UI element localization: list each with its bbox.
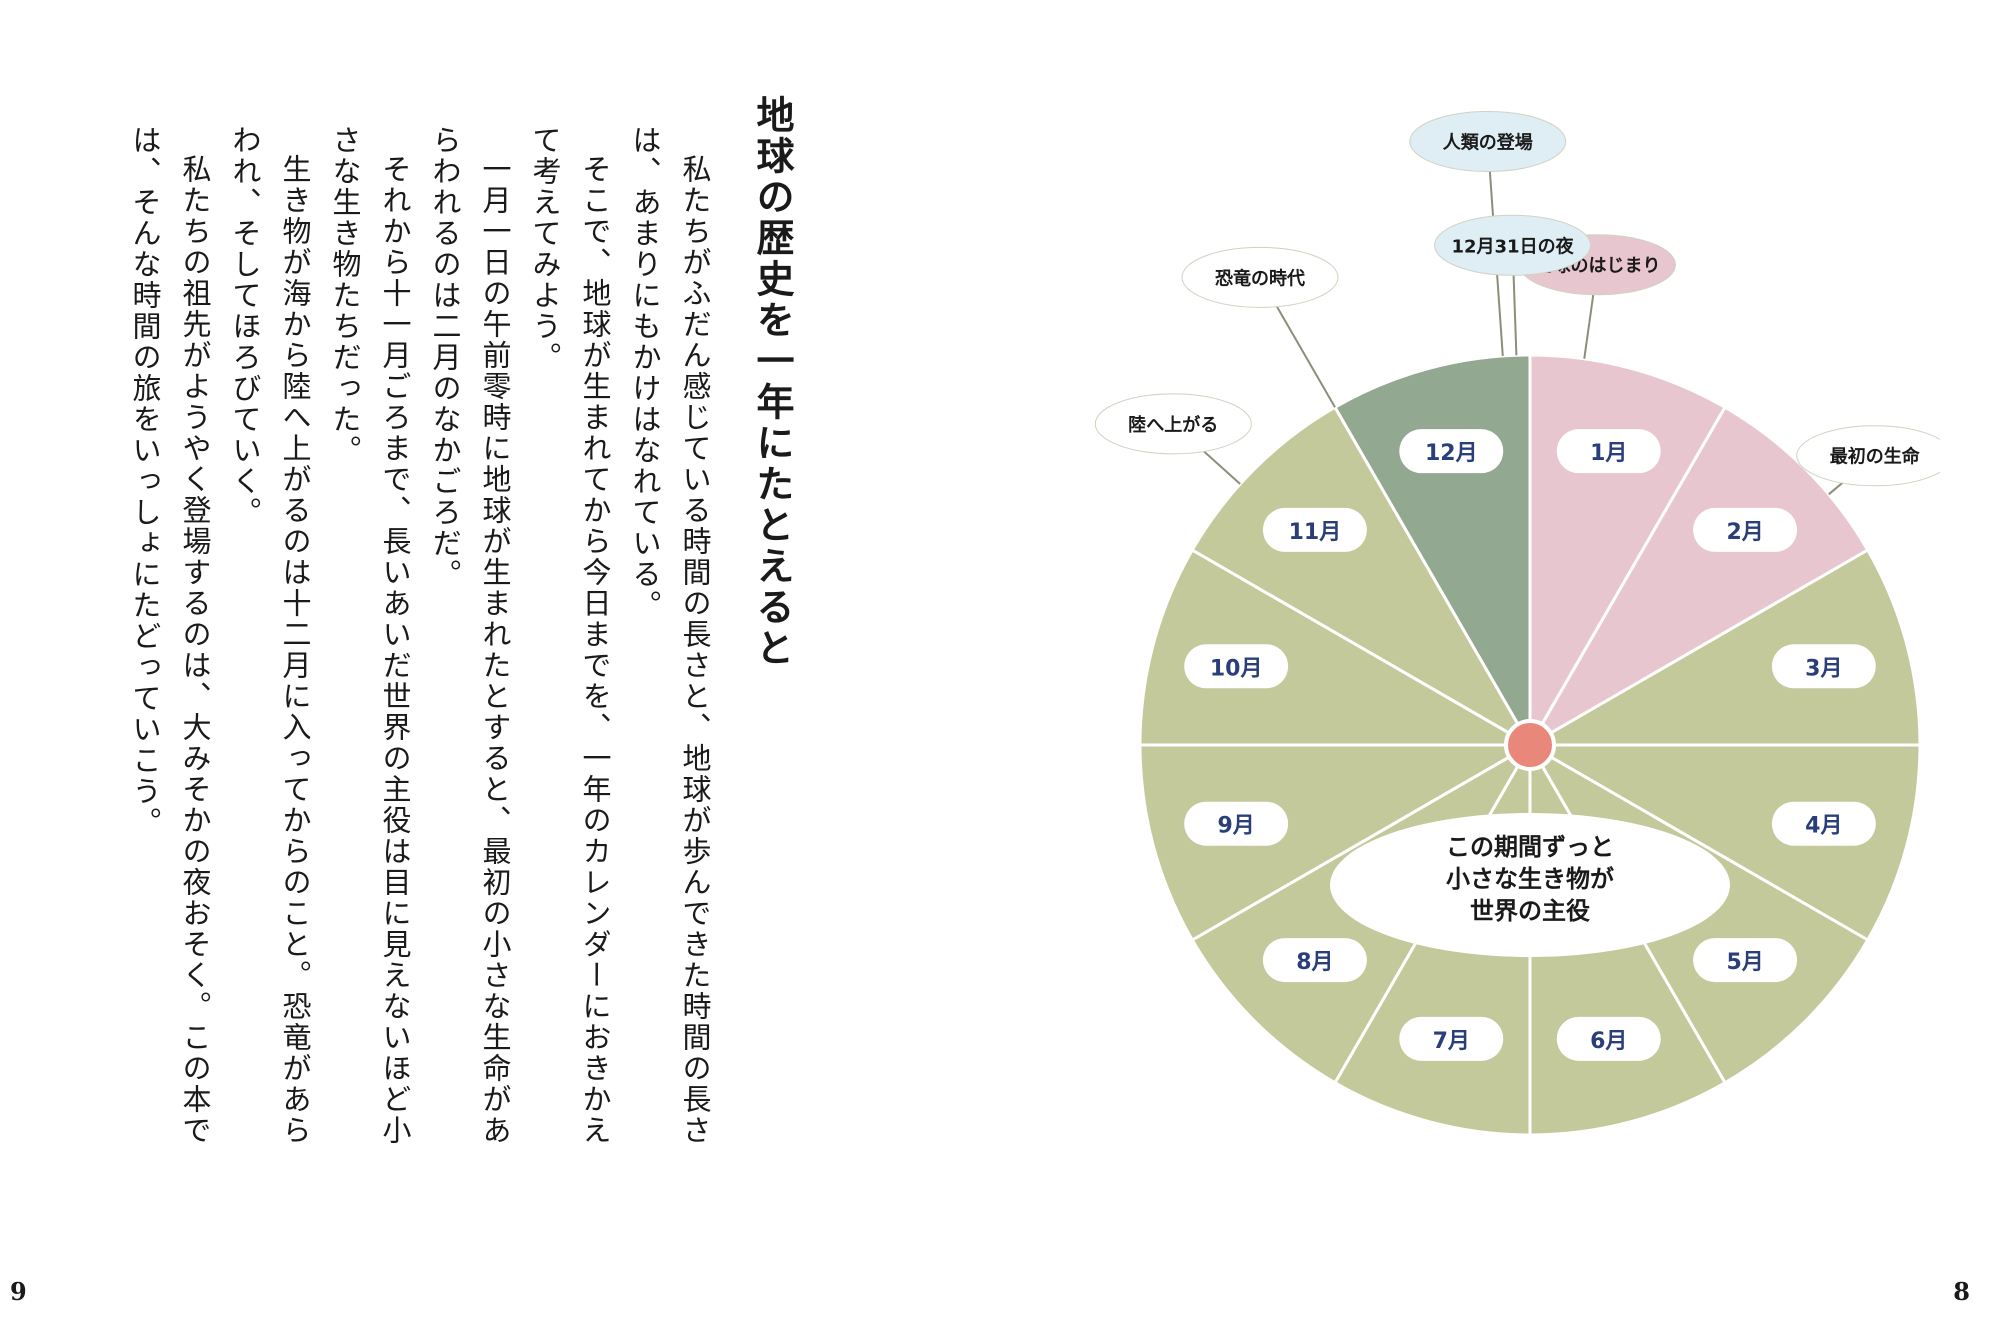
month-label: 1月: [1590, 441, 1627, 466]
center-caption-bubble: [1330, 813, 1730, 957]
callout-label: 12月31日の夜: [1451, 235, 1574, 257]
center-caption-line: 世界の主役: [1470, 897, 1590, 925]
center-caption-line: この期間ずっと: [1446, 833, 1614, 861]
month-label-pill: [1262, 507, 1367, 552]
month-label-pill: [1693, 507, 1798, 552]
paragraph: 一月一日の午前零時に地球が生まれたとすると、最初の小さな生命があらわれるのは二月…: [428, 125, 512, 1146]
page-number-left: 9: [10, 1277, 27, 1306]
month-label-pill: [1771, 644, 1876, 689]
month-label-pill: [1184, 644, 1289, 689]
callout-bubble: [1409, 110, 1567, 172]
month-label: 12月: [1425, 441, 1478, 466]
month-label: 7月: [1433, 1029, 1470, 1054]
page-heading: 地球の歴史を一年にたとえると: [750, 95, 794, 669]
paragraph: 私たちがふだん感じている時間の長さと、地球が歩んできた時間の長さは、あまりにもか…: [628, 125, 712, 1146]
month-label: 5月: [1726, 950, 1763, 975]
callout-label: 恐竜の時代: [1215, 267, 1305, 289]
month-wedge: [1524, 547, 1922, 747]
callout-label: 最初の生命: [1830, 446, 1921, 468]
callout-label: 陸へ上がる: [1128, 414, 1218, 436]
month-label-pill: [1693, 938, 1798, 983]
month-label-pill: [1771, 801, 1876, 846]
paragraph: 私たちの祖先がようやく登場するのは、大みそかの夜おそく。この本では、そんな時間の…: [128, 125, 212, 1146]
paragraph: そこで、地球が生まれてから今日までを、一年のカレンダーにおきかえて考えてみよう。: [528, 125, 612, 1146]
month-label-pill: [1399, 429, 1504, 474]
callout-bubble: [1094, 393, 1252, 455]
month-label-pill: [1556, 429, 1661, 474]
month-label-pill: [1262, 938, 1367, 983]
month-wedge: [1138, 743, 1536, 943]
month-label: 6月: [1590, 1029, 1627, 1054]
center-caption-line: 小さな生き物が: [1446, 865, 1614, 893]
month-wedge: [1524, 743, 1922, 943]
month-wedge: [1138, 547, 1536, 747]
month-label: 8月: [1296, 950, 1333, 975]
year-wheel: 1月 2月 3月 4月 5月 6月 7月 8月 9月 10月 11月 12月この期間ずっと小さな生き物…: [1094, 110, 1954, 1137]
callout-bubble: [1434, 214, 1592, 276]
callout-bubble: [1181, 246, 1339, 308]
year-calendar-figure: 1月 2月 3月 4月 5月 6月 7月 8月 9月 10月 11月 12月この期間ずっと小さな生き物…: [1060, 95, 1954, 1195]
page-number-right: 8: [1953, 1277, 1970, 1306]
paragraph: 生き物が海から陸へ上がるのは十二月に入ってからのこと。恐竜があらわれ、そしてほろ…: [228, 125, 312, 1146]
month-label: 11月: [1289, 520, 1342, 545]
month-label: 2月: [1726, 520, 1763, 545]
paragraph: それから十一月ごろまで、長いあいだ世界の主役は目に見えないほど小さな生き物たちだ…: [328, 125, 412, 1146]
body-text: 私たちがふだん感じている時間の長さと、地球が歩んできた時間の長さは、あまりにもか…: [120, 125, 720, 1175]
month-label: 10月: [1210, 656, 1263, 681]
month-label: 3月: [1805, 656, 1842, 681]
month-label: 9月: [1218, 814, 1255, 839]
month-label-pill: [1556, 1016, 1661, 1061]
month-label: 4月: [1805, 814, 1842, 839]
month-wedge: [1190, 405, 1535, 750]
center-dot: [1504, 719, 1556, 771]
month-label-pill: [1399, 1016, 1504, 1061]
month-label-pill: [1184, 801, 1289, 846]
callout-label: 人類の登場: [1443, 131, 1533, 153]
text-page: 地球の歴史を一年にたとえると 私たちがふだん感じている時間の長さと、地球が歩んで…: [80, 95, 800, 1185]
